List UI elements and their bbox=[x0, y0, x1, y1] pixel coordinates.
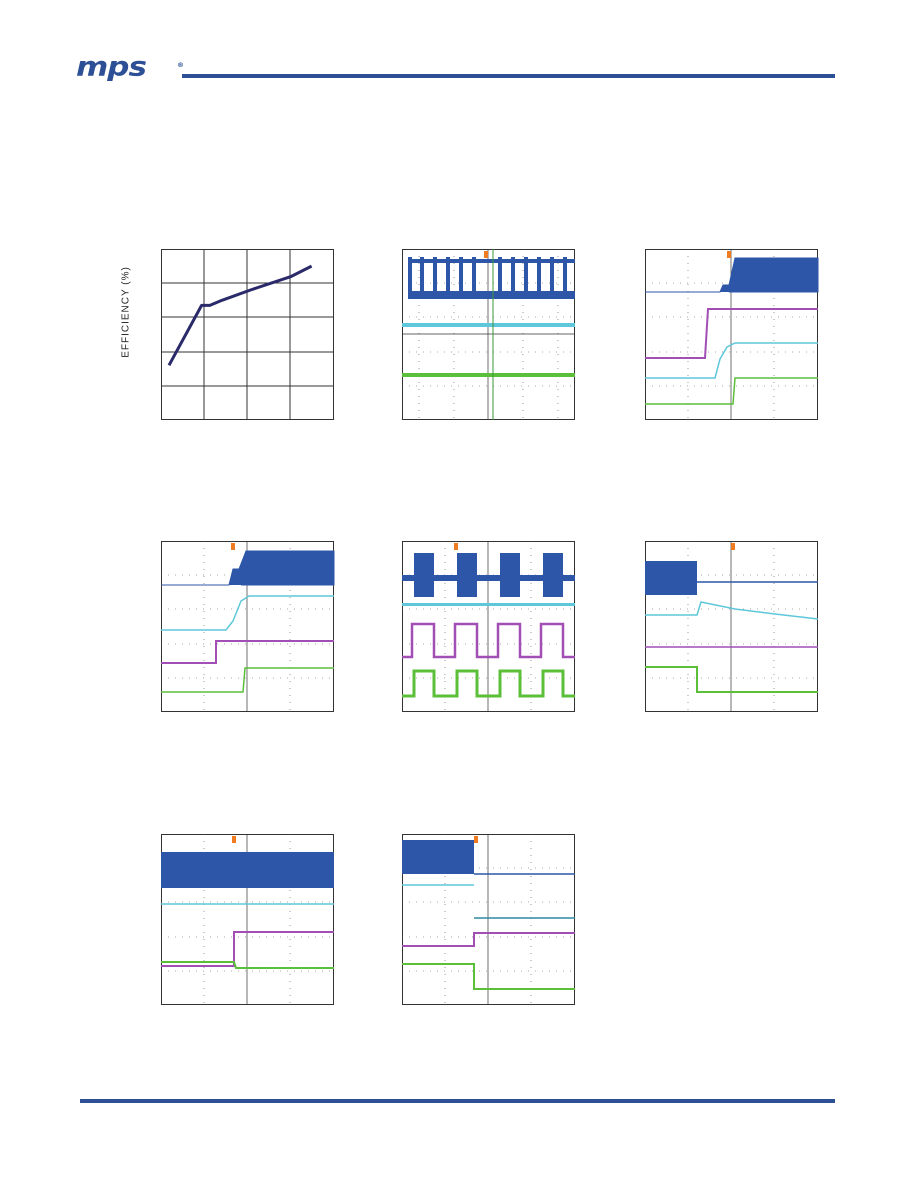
scope-waveform-6 bbox=[161, 834, 334, 1005]
efficiency-chart bbox=[161, 249, 334, 420]
efficiency-series-line bbox=[167, 264, 313, 367]
footer-rule bbox=[80, 1099, 835, 1103]
scope-waveform-7 bbox=[402, 834, 575, 1005]
registered-mark: ® bbox=[177, 61, 184, 69]
scope-waveform-1 bbox=[402, 249, 575, 420]
scope-waveform-5 bbox=[645, 541, 819, 712]
scope-waveform-3 bbox=[161, 541, 335, 712]
scope-waveform-4 bbox=[402, 541, 575, 712]
header-rule bbox=[182, 74, 835, 78]
scope-waveform-2 bbox=[645, 249, 819, 420]
efficiency-chart-svg bbox=[161, 249, 334, 420]
mps-logo: mps® bbox=[76, 51, 184, 83]
